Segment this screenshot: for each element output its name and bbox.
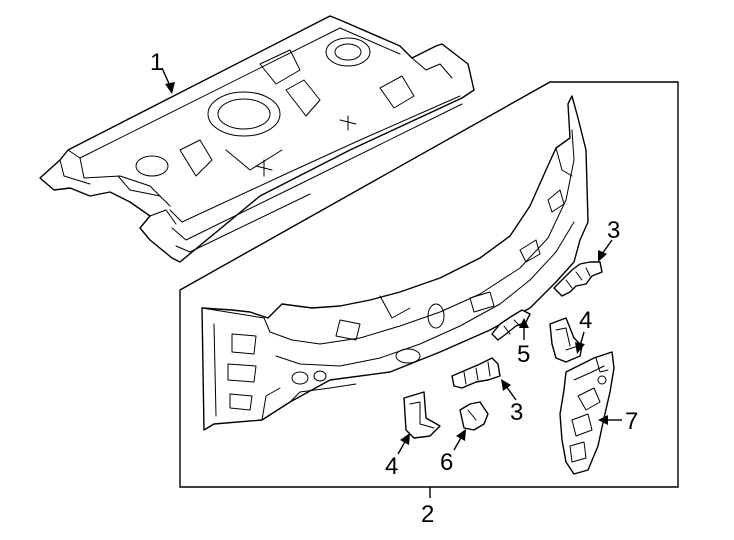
callout-7: 7 [625,408,638,435]
callout-1: 1 [150,49,163,76]
bracket-7 [559,351,615,475]
callout-4-left: 4 [385,453,398,480]
callout-3-upper: 3 [607,217,620,244]
bracket-3-upper [553,261,603,297]
callout-6: 6 [440,449,453,476]
callout-4-right: 4 [579,307,592,334]
rear-floor-pan [39,15,475,263]
callout-2: 2 [421,501,434,528]
bracket-4-right [549,317,583,363]
bracket-4-left [403,391,441,439]
assembly-frame [179,81,679,488]
bracket-6 [459,401,489,431]
callout-3-lower: 3 [510,399,523,426]
rear-body-panel [201,95,589,431]
bracket-3-lower [451,357,501,389]
callout-5: 5 [517,341,530,368]
bracket-5 [491,309,531,341]
